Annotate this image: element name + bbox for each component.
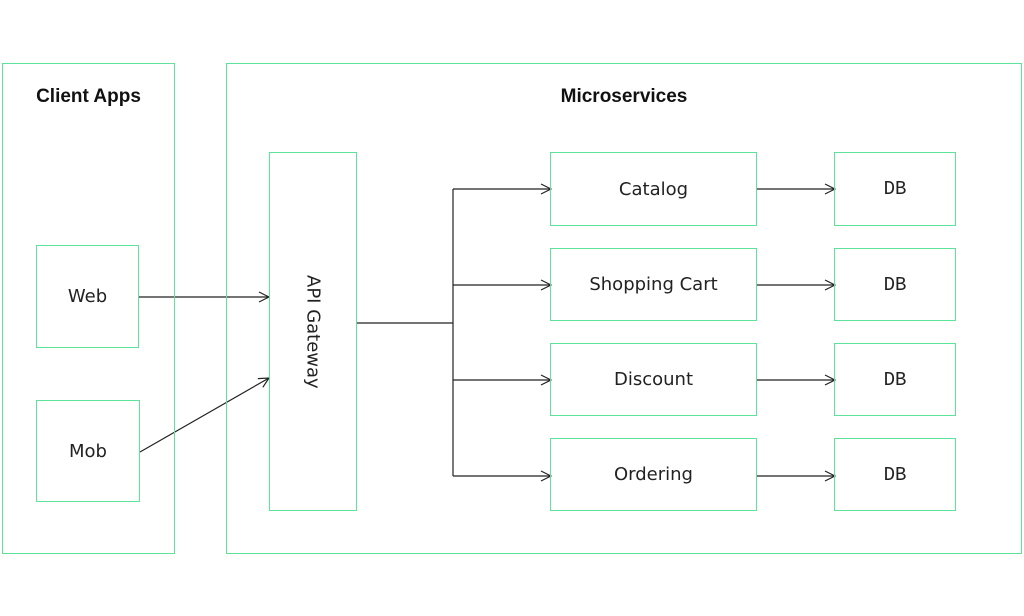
api-gateway-node[interactable]: API Gateway bbox=[269, 152, 357, 511]
web-client-label: Web bbox=[67, 286, 108, 307]
db-label: DB bbox=[883, 178, 907, 200]
mobile-client-node[interactable]: Mob bbox=[36, 400, 140, 502]
web-client-node[interactable]: Web bbox=[36, 245, 139, 348]
shopping-cart-db-node[interactable]: DB bbox=[834, 248, 956, 321]
service-catalog-node[interactable]: Catalog bbox=[550, 152, 757, 226]
db-label: DB bbox=[883, 273, 907, 296]
api-gateway-label: API Gateway bbox=[302, 274, 324, 389]
service-discount-node[interactable]: Discount bbox=[550, 343, 757, 416]
service-shopping-cart-node[interactable]: Shopping Cart bbox=[550, 248, 757, 321]
client-apps-group: Client Apps bbox=[2, 63, 175, 554]
service-label: Shopping Cart bbox=[589, 274, 718, 295]
microservices-title: Microservices bbox=[560, 86, 688, 107]
service-label: Ordering bbox=[614, 464, 693, 485]
db-label: DB bbox=[883, 368, 907, 391]
client-apps-title: Client Apps bbox=[36, 86, 141, 107]
mobile-client-label: Mob bbox=[69, 440, 107, 462]
service-ordering-node[interactable]: Ordering bbox=[550, 438, 757, 511]
discount-db-node[interactable]: DB bbox=[834, 343, 956, 416]
ordering-db-node[interactable]: DB bbox=[834, 438, 956, 511]
arrow-mob-to-gateway bbox=[139, 378, 269, 453]
microservices-group: Microservices bbox=[226, 63, 1022, 554]
catalog-db-node[interactable]: DB bbox=[834, 152, 956, 226]
service-label: Discount bbox=[613, 369, 694, 390]
db-label: DB bbox=[883, 463, 907, 486]
service-label: Catalog bbox=[618, 178, 689, 200]
